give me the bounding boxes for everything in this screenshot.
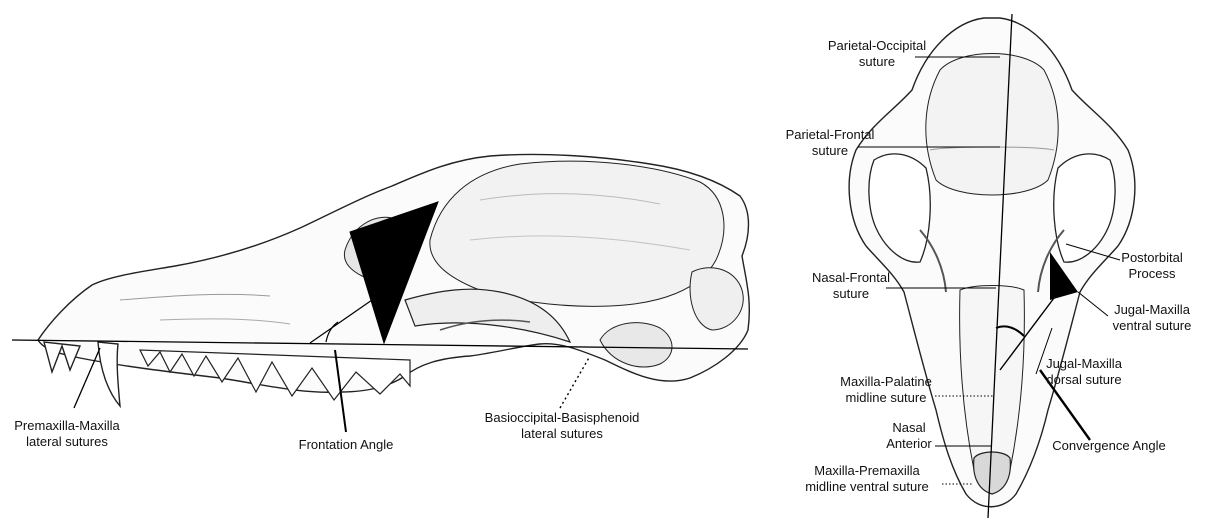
parietal-occipital-line1: Parietal-Occipital: [812, 38, 942, 54]
maxilla-palatine-line2: midline suture: [826, 390, 946, 406]
postorbital-line1: Postorbital: [1112, 250, 1192, 266]
jugal-dorsal-label: Jugal-Maxilla dorsal suture: [1024, 356, 1144, 388]
postorbital-label: Postorbital Process: [1112, 250, 1192, 282]
basioccipital-line1: Basioccipital-Basisphenoid: [472, 410, 652, 426]
postorbital-line2: Process: [1112, 266, 1192, 282]
convergence-angle-text: Convergence Angle: [1036, 438, 1182, 454]
nasal-frontal-line1: Nasal-Frontal: [796, 270, 906, 286]
frontation-angle-label: Frontation Angle: [286, 437, 406, 453]
maxilla-premaxilla-line1: Maxilla-Premaxilla: [782, 463, 952, 479]
premaxilla-maxilla-label: Premaxilla-Maxilla lateral sutures: [12, 418, 122, 450]
parietal-occipital-label: Parietal-Occipital suture: [812, 38, 942, 70]
maxilla-premaxilla-line2: midline ventral suture: [782, 479, 952, 495]
basioccipital-line2: lateral sutures: [472, 426, 652, 442]
nasal-anterior-line2: Anterior: [874, 436, 944, 452]
premaxilla-maxilla-line2: lateral sutures: [12, 434, 122, 450]
nasal-anterior-label: Nasal Anterior: [874, 420, 944, 452]
maxilla-palatine-label: Maxilla-Palatine midline suture: [826, 374, 946, 406]
jugal-ventral-line1: Jugal-Maxilla: [1100, 302, 1204, 318]
parietal-frontal-line2: suture: [770, 143, 890, 159]
jugal-dorsal-line1: Jugal-Maxilla: [1024, 356, 1144, 372]
premaxilla-maxilla-line1: Premaxilla-Maxilla: [12, 418, 122, 434]
nasal-frontal-line2: suture: [796, 286, 906, 302]
jugal-ventral-line2: ventral suture: [1100, 318, 1204, 334]
nasal-frontal-label: Nasal-Frontal suture: [796, 270, 906, 302]
nasal-anterior-line1: Nasal: [874, 420, 944, 436]
frontation-angle-text: Frontation Angle: [286, 437, 406, 453]
jugal-dorsal-line2: dorsal suture: [1024, 372, 1144, 388]
parietal-occipital-line2: suture: [812, 54, 942, 70]
parietal-frontal-label: Parietal-Frontal suture: [770, 127, 890, 159]
jugal-ventral-label: Jugal-Maxilla ventral suture: [1100, 302, 1204, 334]
parietal-frontal-line1: Parietal-Frontal: [770, 127, 890, 143]
basioccipital-leader: [560, 356, 590, 408]
convergence-angle-label: Convergence Angle: [1036, 438, 1182, 454]
maxilla-palatine-line1: Maxilla-Palatine: [826, 374, 946, 390]
maxilla-premaxilla-label: Maxilla-Premaxilla midline ventral sutur…: [782, 463, 952, 495]
basioccipital-label: Basioccipital-Basisphenoid lateral sutur…: [472, 410, 652, 442]
